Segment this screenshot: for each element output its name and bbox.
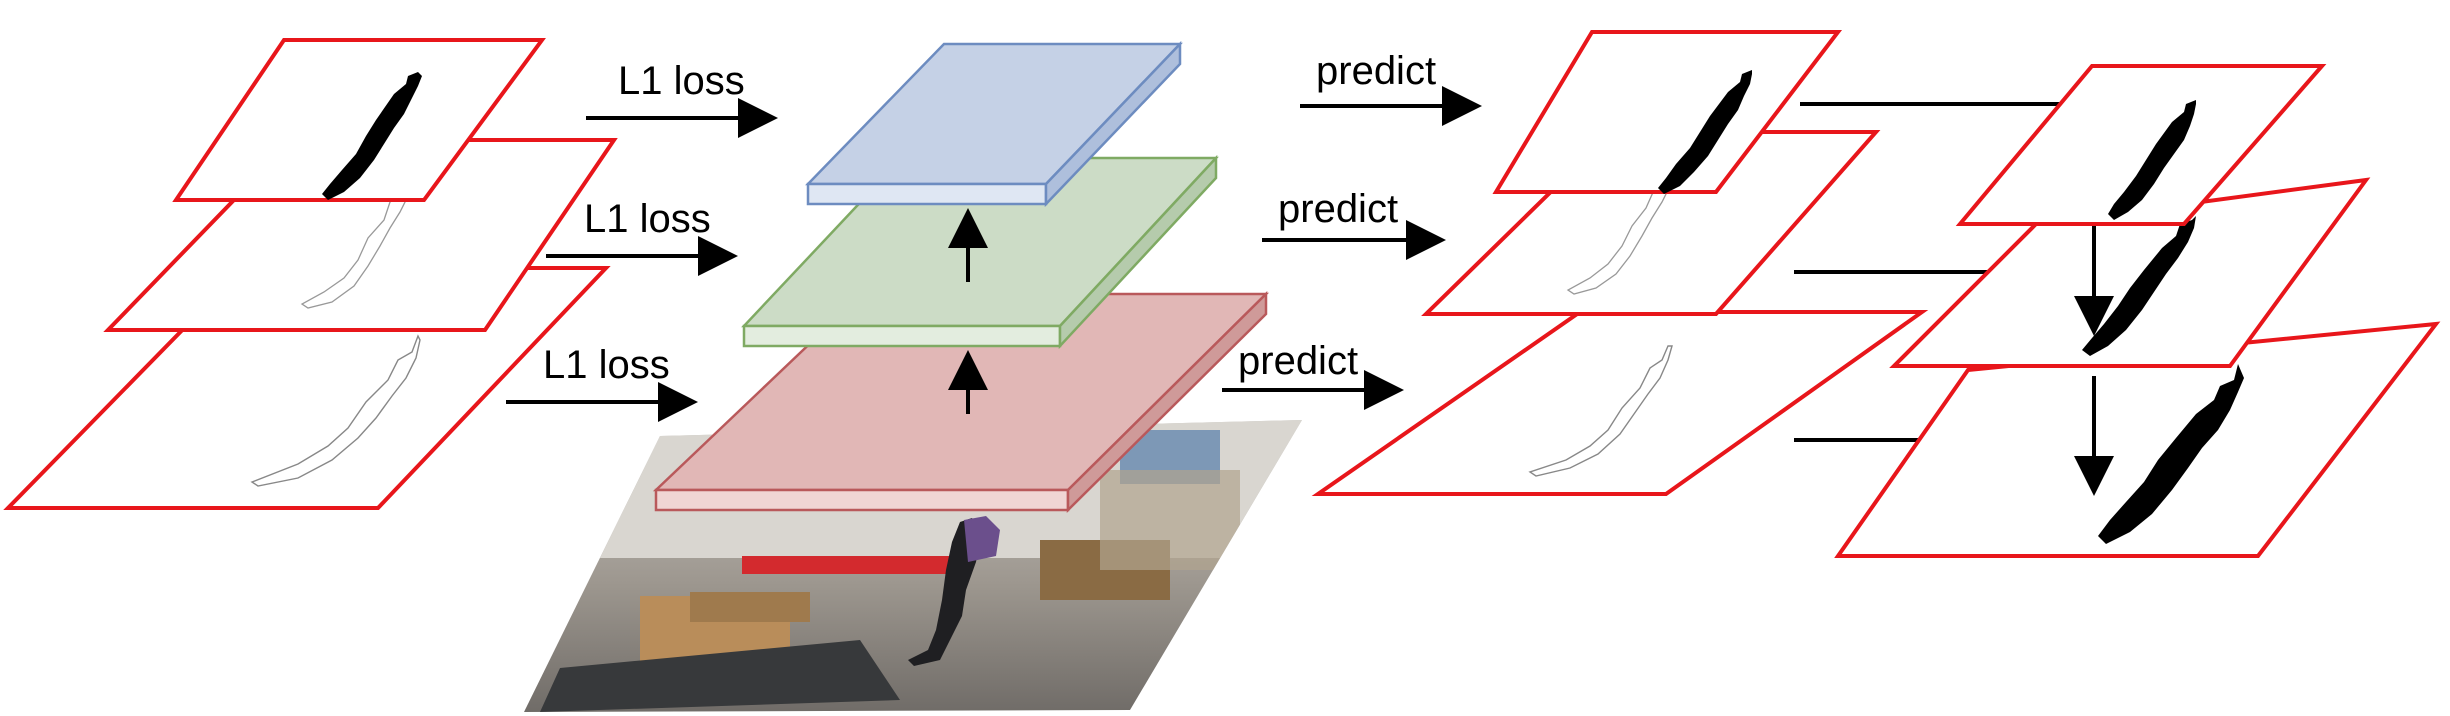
left-frame-top [172,38,546,202]
loss-label-top: L1 loss [618,59,745,103]
predicted-frame-stack [1311,30,1929,496]
predict-label-top: predict [1316,49,1436,93]
body-silhouette [2108,100,2196,220]
body-silhouette [1658,70,1752,194]
predict-arrows: predict predict predict [1222,49,1482,410]
layer-bottom [652,291,1270,513]
predicted-frame-bottom [1311,310,1929,496]
body-silhouette [322,72,422,200]
left-frame-middle [103,138,618,332]
left-frame-stack [3,38,618,510]
layer-top [805,40,1183,208]
edge-map-silhouette [300,176,411,309]
refined-frame-bottom [1834,321,2441,558]
body-silhouette [2098,364,2244,544]
loss-label-bottom: L1 loss [543,343,670,387]
predict-label-middle: predict [1278,187,1398,231]
edge-map-silhouette [250,334,421,487]
edge-map-silhouette [1528,345,1673,477]
predicted-frame-middle [1421,130,1881,316]
predict-label-bottom: predict [1238,339,1358,383]
predicted-frame-top [1492,30,1843,194]
loss-arrows: L1 loss L1 loss L1 loss [506,59,778,422]
refined-frame-stack [1834,64,2441,558]
feature-layers [652,40,1270,513]
edge-map-silhouette [1566,163,1673,295]
refined-frame-top [1955,64,2327,226]
loss-label-middle: L1 loss [584,197,711,241]
